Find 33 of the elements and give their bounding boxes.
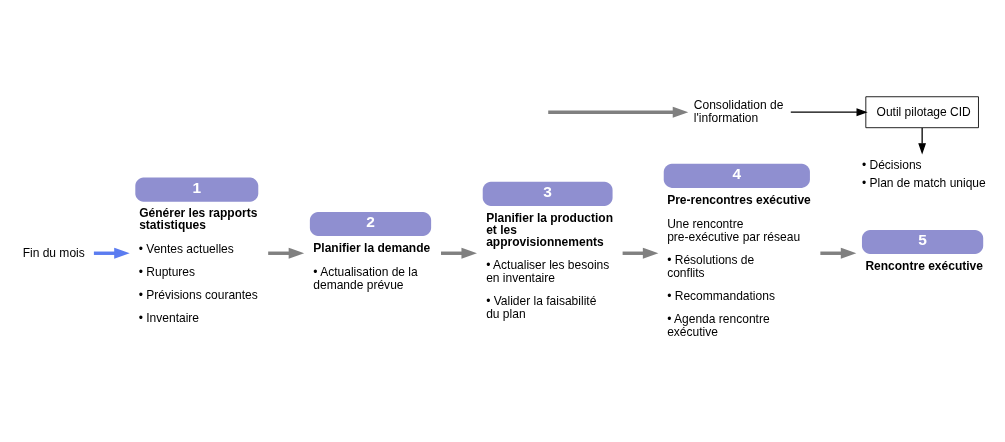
arrow (441, 247, 477, 259)
node-box: 3 (482, 181, 613, 206)
node-text: Consolidation de l'information (693, 97, 784, 125)
node-box: 4 (663, 163, 810, 188)
arrow (790, 108, 868, 117)
node-label: • Agenda rencontre exécutive (667, 312, 770, 339)
node-label: Pre-rencontres exécutive (667, 192, 811, 207)
arrow (918, 127, 927, 155)
node-label: • Actualiser les besoins en inventaire (486, 257, 610, 285)
node-label: Une rencontre pre-exécutive par réseau (667, 216, 801, 244)
node-label: • Valider la faisabilité du plan (486, 294, 597, 321)
arrow (268, 247, 305, 259)
node-text: Fin du mois (22, 245, 85, 260)
node-label: Générer les rapports statistiques (139, 206, 258, 233)
node-label: Planifier la production et les approvisionnements (486, 210, 614, 249)
node-label: Rencontre exécutive (865, 258, 983, 273)
node-label: • Recommandations (667, 288, 775, 303)
node-text: • Décisions • Plan de match unique (861, 158, 986, 191)
node-box: Outil pilotage CID (865, 96, 979, 129)
arrow (820, 247, 857, 259)
arrow (622, 247, 659, 259)
node-label: • Inventaire (138, 311, 200, 326)
node-label: • Prévisions courantes (138, 288, 258, 302)
node-label: • Ruptures (138, 264, 196, 279)
node-box: 2 (309, 211, 432, 237)
arrow (548, 106, 689, 118)
node-label: • Ventes actuelles (138, 241, 234, 256)
arrow (93, 247, 130, 259)
node-box: 5 (861, 230, 984, 255)
node-label: Planifier la demande (313, 240, 431, 255)
node-label: • Actualisation de la demande prévue (313, 264, 418, 292)
node-box: 1 (135, 177, 259, 202)
node-label: • Résolutions de conflits (667, 252, 755, 280)
